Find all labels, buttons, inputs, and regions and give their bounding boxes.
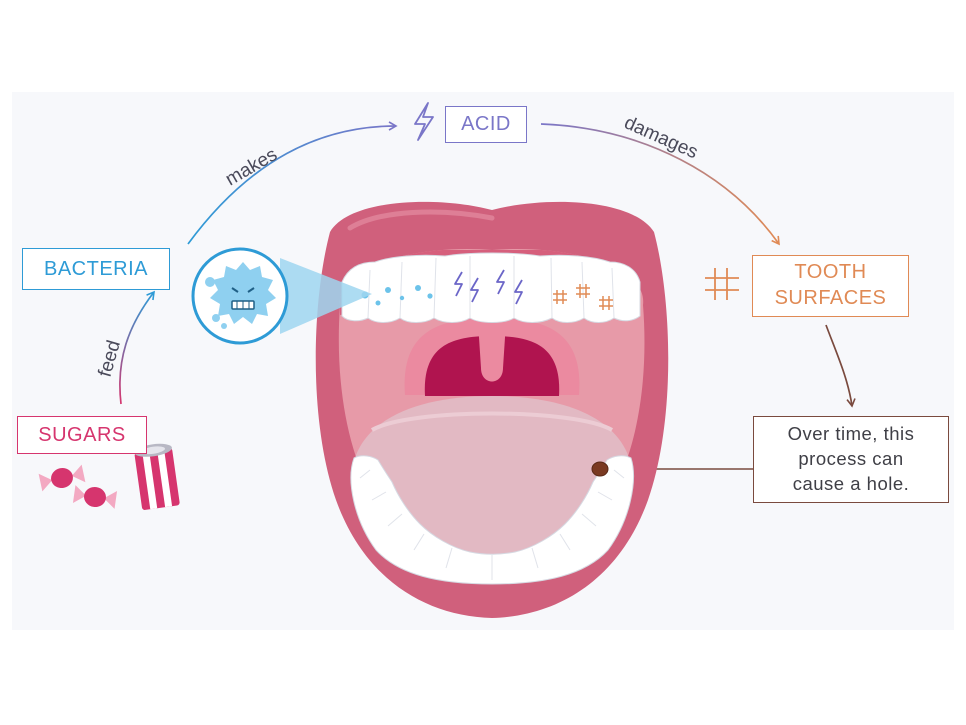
tongue-highlight	[371, 411, 613, 432]
uvula	[478, 322, 506, 382]
bacteria-germ-icon	[205, 262, 276, 329]
tooth-surfaces-node: TOOTH SURFACES	[752, 255, 909, 317]
lower-teeth	[350, 455, 634, 585]
lip-highlight	[347, 209, 495, 231]
bacteria-node: BACTERIA	[22, 248, 170, 290]
hole-note: Over time, this process can cause a hole…	[753, 416, 949, 503]
hash-icon	[705, 268, 739, 300]
damages-arrow	[540, 123, 780, 246]
edge-label-damages: damages	[621, 112, 701, 163]
makes-arrow	[187, 121, 398, 245]
feed-arrow	[119, 290, 155, 405]
upper-teeth	[341, 252, 641, 323]
edge-label-makes: makes	[222, 144, 281, 190]
cavity-icon	[591, 461, 609, 477]
sugars-node: SUGARS	[17, 416, 147, 454]
zoom-cone	[280, 258, 372, 334]
mouth-illustration	[315, 201, 669, 618]
lightning-bolt-icon	[414, 102, 434, 141]
acid-node: ACID	[445, 106, 527, 143]
hole-arrow	[825, 324, 856, 408]
